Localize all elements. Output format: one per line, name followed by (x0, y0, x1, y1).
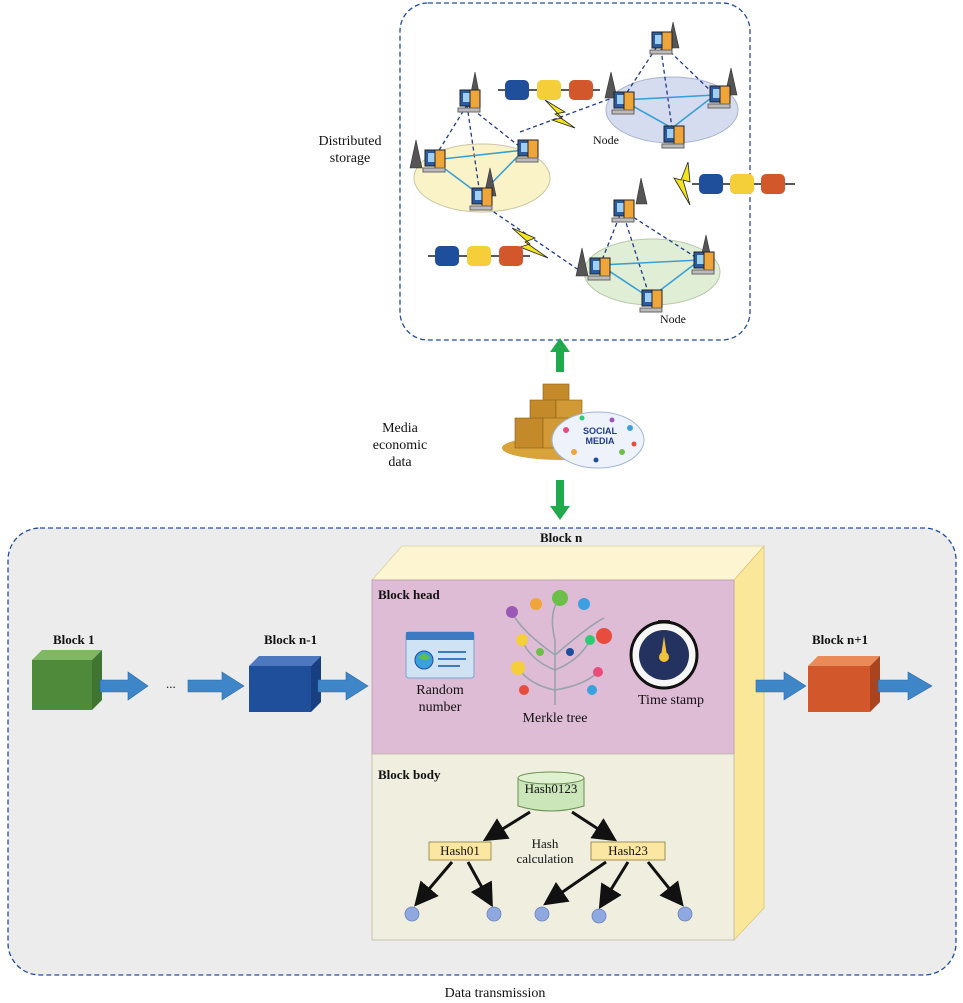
storage-frame (399, 2, 751, 341)
block-n-label: Block n (540, 530, 583, 545)
flow-arrow-1 (99, 671, 149, 701)
hash01-box (428, 841, 492, 861)
computer-icons (422, 31, 731, 313)
edge-root-left (482, 810, 531, 842)
block-n-top (371, 545, 765, 581)
edge-root-right (571, 810, 618, 842)
merkle-tree-icon (506, 590, 612, 705)
flow-arrow-2 (187, 671, 245, 701)
merkle-tree-label: Merkle tree (522, 711, 588, 726)
mini-chain-2 (692, 174, 795, 194)
social-media-text: SOCIAL MEDIA (582, 426, 617, 446)
lightning-icon-2 (511, 227, 549, 259)
flow-arrow-3 (317, 671, 369, 701)
edge-h01-leaf1 (414, 861, 454, 907)
leaf-node-3 (534, 906, 550, 922)
block-1-cube (32, 650, 102, 710)
hash23-label: Hash23 (608, 843, 648, 858)
leaf-node-2 (486, 906, 502, 922)
media-economic-data-label: Media economic data (372, 421, 428, 470)
mini-chain-1 (498, 80, 600, 100)
block-body-title: Block body (378, 767, 441, 782)
hash01-label: Hash01 (440, 843, 480, 858)
block-n-minus-1-label: Block n-1 (264, 632, 318, 647)
green-arrow-up (550, 338, 570, 372)
lightning-icon-3 (673, 161, 691, 206)
leaf-node-5 (677, 906, 693, 922)
node-label-1: Node (593, 133, 619, 147)
media-data-icon (502, 383, 645, 469)
block-n-plus-1-cube (808, 656, 880, 712)
block-n-side (733, 544, 765, 942)
mini-chain-3 (428, 246, 530, 266)
cluster-ellipse-top-right (605, 76, 739, 144)
time-stamp-label: Time stamp (638, 693, 704, 708)
block-n-minus-1-cube (249, 656, 321, 712)
hash-calculation-label: Hash calculation (516, 836, 574, 866)
hash23-box (590, 841, 666, 861)
leaf-node-4 (591, 908, 607, 924)
block-n-plus-1-label: Block n+1 (812, 632, 869, 647)
random-number-card-icon (405, 631, 475, 679)
lightning-icon-1 (544, 99, 576, 129)
green-arrow-down (550, 480, 570, 520)
ellipsis-label: ... (166, 676, 176, 691)
edge-h23-leaf5 (646, 861, 684, 907)
edge-h01-leaf2 (466, 861, 493, 908)
hash-root-cylinder (517, 771, 585, 812)
distributed-storage-label: Distributed storage (318, 134, 382, 166)
data-transmission-label: Data transmission (444, 986, 546, 1001)
flow-arrow-5 (877, 671, 933, 701)
edge-h23-leaf3 (543, 860, 607, 906)
node-label-2: Node (660, 312, 686, 326)
block-head-title: Block head (378, 587, 440, 602)
leaf-node-1 (404, 906, 420, 922)
block-1-label: Block 1 (53, 632, 95, 647)
hash0123-label: Hash0123 (524, 781, 578, 796)
edge-h23-leaf4 (598, 861, 630, 910)
flow-arrow-4 (755, 671, 807, 701)
time-stamp-stopwatch-icon (629, 620, 699, 690)
random-number-label: Random number (416, 683, 464, 715)
